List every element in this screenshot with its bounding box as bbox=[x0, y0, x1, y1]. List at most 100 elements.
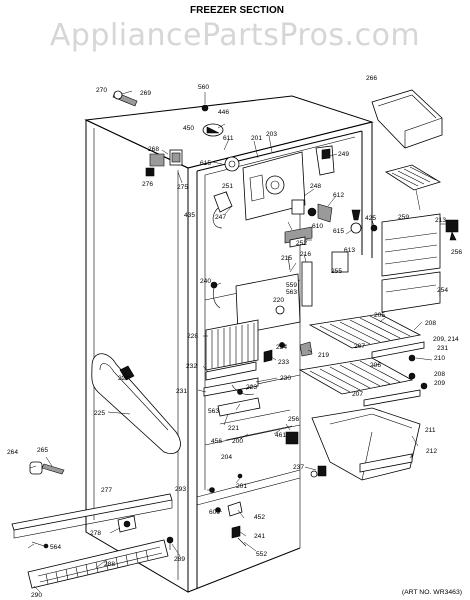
callout-452: 452 bbox=[254, 514, 265, 521]
callout-290: 290 bbox=[31, 592, 42, 599]
part-205-shelf-upper bbox=[308, 313, 425, 359]
control-panel bbox=[224, 151, 306, 221]
callout-270: 270 bbox=[96, 87, 107, 94]
callout-275: 275 bbox=[177, 184, 188, 191]
part-248-damper bbox=[291, 199, 333, 223]
part-278-bracket bbox=[117, 515, 137, 533]
callout-220: 220 bbox=[273, 297, 284, 304]
callout-288: 288 bbox=[104, 561, 115, 568]
callout-559: 559 bbox=[286, 282, 297, 289]
callout-610: 610 bbox=[312, 223, 323, 230]
part-425-clip bbox=[370, 224, 378, 232]
callout-278: 278 bbox=[90, 530, 101, 537]
callout-615-upper: 615 bbox=[200, 160, 211, 167]
part-206-shelf-lower bbox=[298, 357, 421, 407]
callout-219: 219 bbox=[318, 352, 329, 359]
callout-215: 215 bbox=[281, 255, 292, 262]
callout-446: 446 bbox=[218, 109, 229, 116]
part-269-knob bbox=[112, 90, 138, 107]
callout-208-upper: 208 bbox=[425, 320, 436, 327]
art-number: (ART NO. WR3463) bbox=[402, 589, 462, 596]
callout-231-left: 231 bbox=[176, 388, 187, 395]
part-247-thermostat bbox=[212, 191, 233, 229]
callout-204: 204 bbox=[221, 454, 232, 461]
callout-612: 612 bbox=[333, 192, 344, 199]
callout-225: 225 bbox=[94, 410, 105, 417]
callout-450: 450 bbox=[183, 125, 194, 132]
callout-611: 611 bbox=[223, 135, 234, 142]
callout-201-lower: 201 bbox=[236, 483, 247, 490]
part-450-fan bbox=[202, 123, 224, 137]
callout-425: 425 bbox=[365, 215, 376, 222]
callout-223: 223 bbox=[246, 384, 257, 391]
part-213-ice-tray bbox=[385, 164, 441, 191]
callout-201: 201 bbox=[251, 135, 262, 142]
callout-435: 435 bbox=[184, 212, 195, 219]
part-252-duct bbox=[284, 226, 313, 248]
part-228-evaporator bbox=[205, 319, 259, 371]
freezer-cabinet bbox=[84, 95, 374, 593]
callout-609: 609 bbox=[209, 509, 220, 516]
callout-613: 613 bbox=[344, 247, 355, 254]
part-288-grille bbox=[27, 539, 169, 589]
part-255-label bbox=[331, 251, 349, 273]
callout-256-upper: 256 bbox=[451, 249, 462, 256]
callout-labels: 270 269 560 266 446 450 611 201 203 268 … bbox=[7, 75, 462, 599]
callout-237: 237 bbox=[293, 464, 304, 471]
callout-224: 224 bbox=[118, 375, 129, 382]
part-452-hinge bbox=[215, 501, 247, 547]
part-249-bracket bbox=[315, 145, 335, 176]
callout-277: 277 bbox=[101, 487, 112, 494]
callout-264: 264 bbox=[7, 449, 18, 456]
part-215-evaporator-cover bbox=[235, 255, 313, 335]
callout-552: 552 bbox=[256, 551, 267, 558]
callout-252: 252 bbox=[296, 240, 307, 247]
callout-560: 560 bbox=[198, 84, 209, 91]
leader-lines bbox=[27, 90, 446, 593]
callout-209-214: 209, 214 bbox=[433, 336, 459, 343]
part-230-drain bbox=[231, 384, 255, 395]
callout-456: 456 bbox=[211, 438, 222, 445]
callout-564: 564 bbox=[50, 544, 61, 551]
callout-213: 213 bbox=[435, 217, 446, 224]
callout-221: 221 bbox=[228, 425, 239, 432]
callout-240: 240 bbox=[200, 278, 211, 285]
callout-461: 461 bbox=[275, 432, 286, 439]
callout-293: 293 bbox=[175, 486, 186, 493]
part-221-trough bbox=[217, 397, 261, 417]
callout-231-right: 231 bbox=[437, 345, 448, 352]
part-289-screw bbox=[166, 536, 174, 550]
callout-206: 206 bbox=[370, 362, 381, 369]
part-237-clip bbox=[285, 431, 327, 478]
callout-233: 233 bbox=[278, 359, 289, 366]
callout-208-lower: 208 bbox=[434, 371, 445, 378]
callout-205: 205 bbox=[374, 312, 385, 319]
callout-259: 259 bbox=[398, 214, 409, 221]
callout-266: 266 bbox=[366, 75, 377, 82]
part-266-ice-bin bbox=[371, 89, 443, 149]
part-225-gasket bbox=[91, 353, 181, 454]
part-211-basket bbox=[311, 407, 421, 481]
part-275-switch bbox=[145, 149, 183, 177]
callout-268: 268 bbox=[148, 146, 159, 153]
callout-255: 255 bbox=[331, 268, 342, 275]
callout-210: 210 bbox=[434, 355, 445, 362]
part-240-sensor bbox=[210, 281, 221, 309]
part-208-bracket bbox=[408, 354, 428, 390]
callout-216: 216 bbox=[300, 251, 311, 258]
callout-265: 265 bbox=[37, 447, 48, 454]
callout-234: 234 bbox=[276, 344, 287, 351]
callout-203: 203 bbox=[266, 131, 277, 138]
callout-247: 247 bbox=[215, 214, 226, 221]
callout-248: 248 bbox=[310, 183, 321, 190]
callout-228: 228 bbox=[187, 333, 198, 340]
part-560-screw bbox=[201, 92, 209, 112]
callout-249: 249 bbox=[338, 151, 349, 158]
callout-207-upper: 207 bbox=[354, 343, 365, 350]
part-613-light-bulb bbox=[350, 209, 362, 234]
diagram-title: FREEZER SECTION bbox=[190, 5, 284, 16]
part-293-screw bbox=[209, 473, 243, 493]
callout-241: 241 bbox=[254, 533, 265, 540]
